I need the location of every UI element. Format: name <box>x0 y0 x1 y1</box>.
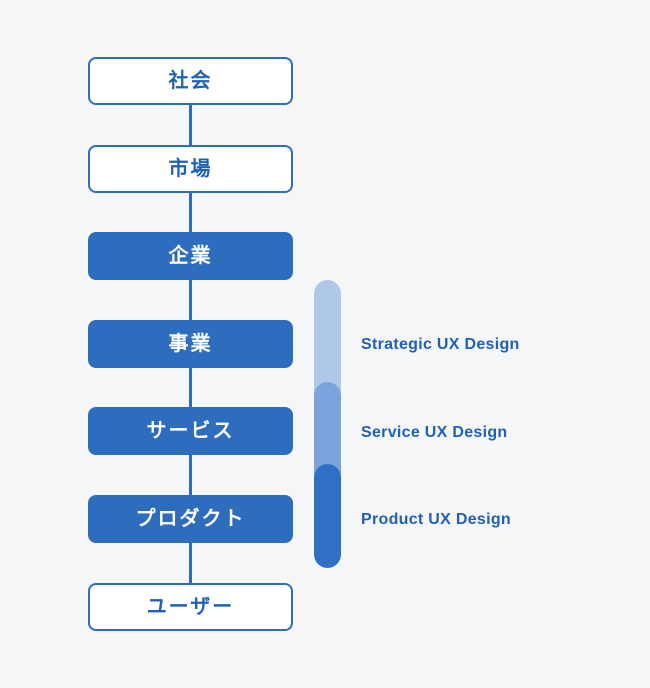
stage-label-business: 事業 <box>168 333 213 355</box>
scope-bar <box>314 280 341 568</box>
stage-label-society: 社会 <box>168 70 213 92</box>
scope-label-service: Service UX Design <box>361 424 508 441</box>
stage-box-user: ユーザー <box>88 583 293 631</box>
stage-box-market: 市場 <box>88 145 293 193</box>
stage-box-service: サービス <box>88 407 293 455</box>
stage-box-business: 事業 <box>88 320 293 368</box>
scope-segment-product <box>314 464 341 568</box>
stage-box-product: プロダクト <box>88 495 293 543</box>
stage-label-market: 市場 <box>168 158 213 180</box>
stage-label-service: サービス <box>146 420 235 442</box>
stage-box-company: 企業 <box>88 232 293 280</box>
scope-label-product: Product UX Design <box>361 511 512 528</box>
scope-label-strategic: Strategic UX Design <box>361 336 520 353</box>
stage-box-society: 社会 <box>88 57 293 105</box>
stage-label-user: ユーザー <box>146 596 235 618</box>
stage-label-company: 企業 <box>168 245 213 267</box>
stage-label-product: プロダクト <box>135 508 246 530</box>
